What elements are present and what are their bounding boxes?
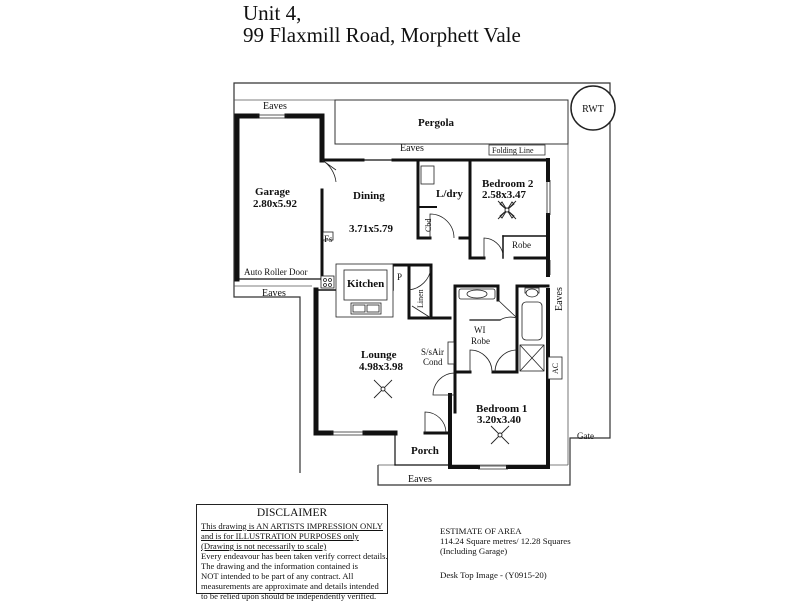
door-swings xyxy=(321,159,518,434)
porch-label: Porch xyxy=(411,445,439,457)
fixtures xyxy=(320,165,563,380)
cooktop xyxy=(320,275,335,289)
eaves-label-pergola: Eaves xyxy=(400,143,424,154)
laundry-label: L/dry xyxy=(436,188,463,200)
ac-unit xyxy=(547,356,563,380)
bath-tub xyxy=(521,301,543,341)
bedroom2-dimensions: 2.58x3.47 xyxy=(482,189,527,201)
kitchen-label: Kitchen xyxy=(347,278,384,290)
interior-walls xyxy=(315,158,550,414)
split-air-label: S/sAir xyxy=(421,347,444,357)
eaves-label-bottom: Eaves xyxy=(408,474,432,485)
auto-roller-door-label: Auto Roller Door xyxy=(244,267,308,277)
image-code: Desk Top Image - (Y0915-20) xyxy=(440,570,547,580)
bedroom2-robe-label: Robe xyxy=(512,240,531,250)
address-unit: Unit 4, xyxy=(243,1,302,25)
dining-label: Dining xyxy=(353,190,385,202)
folding-line-box xyxy=(488,144,546,156)
garage-label: Garage xyxy=(255,186,290,198)
pergola-area xyxy=(334,99,569,145)
disclaimer-line: NOT intended to be part of any contract.… xyxy=(201,571,354,581)
area-estimate-title: ESTIMATE OF AREA xyxy=(440,526,522,536)
disclaimer-line: (Drawing is not necessarily to scale) xyxy=(201,541,327,551)
bedroom1-label: Bedroom 1 xyxy=(476,403,527,415)
disclaimer-box: DISCLAIMER This drawing is AN ARTISTS IM… xyxy=(196,504,388,601)
dining-dimensions: 3.71x5.79 xyxy=(349,223,394,235)
disclaimer-title: DISCLAIMER xyxy=(256,507,328,519)
rwt-label: RWT xyxy=(582,104,604,115)
disclaimer-line: The drawing and the information containe… xyxy=(201,561,359,571)
fs-label: Fs xyxy=(324,234,333,244)
split-air-cond-label: Cond xyxy=(423,357,443,367)
area-estimate: ESTIMATE OF AREA 114.24 Square metres/ 1… xyxy=(440,526,571,556)
eaves-label-side: Eaves xyxy=(554,287,565,311)
disclaimer-line: and is for ILLUSTRATION PURPOSES only xyxy=(201,531,359,541)
toilet xyxy=(525,288,539,298)
disclaimer-line: measurements are approximate and details… xyxy=(201,581,379,591)
gate-label: Gate xyxy=(577,431,594,441)
pergola-label: Pergola xyxy=(418,117,455,129)
walk-in-robe-label: Robe xyxy=(471,336,490,346)
cupboard-label: Cbd xyxy=(424,219,433,232)
address-street: 99 Flaxmill Road, Morphett Vale xyxy=(243,23,521,47)
area-estimate-note: (Including Garage) xyxy=(440,546,508,556)
fridge-space xyxy=(322,231,334,241)
eaves-label-garage: Eaves xyxy=(262,288,286,299)
eaves-label-top: Eaves xyxy=(263,101,287,112)
disclaimer-line: This drawing is AN ARTISTS IMPRESSION ON… xyxy=(201,521,383,531)
ac-label: AC xyxy=(551,363,560,374)
linen-label: Linen xyxy=(416,289,425,308)
lounge-dimensions: 4.98x3.98 xyxy=(359,361,404,373)
disclaimer-line: to be relied upon should be independentl… xyxy=(201,591,377,601)
lounge-label: Lounge xyxy=(361,349,397,361)
pantry-label: P xyxy=(397,272,402,282)
laundry-tub xyxy=(420,165,435,185)
kitchen-sink xyxy=(350,302,382,315)
folding-line-label: Folding Line xyxy=(492,146,534,155)
ceiling-fans xyxy=(373,200,517,445)
windows xyxy=(257,114,551,470)
garage-dimensions: 2.80x5.92 xyxy=(253,198,298,210)
area-estimate-value: 114.24 Square metres/ 12.28 Squares xyxy=(440,536,571,546)
bedroom1-dimensions: 3.20x3.40 xyxy=(477,414,522,426)
property-boundary xyxy=(233,82,611,486)
bedroom2-label: Bedroom 2 xyxy=(482,178,534,190)
walk-in-label: WI xyxy=(474,325,486,335)
aircon-unit xyxy=(447,341,455,365)
rwt-tank xyxy=(570,85,616,131)
disclaimer-line: Every endeavour has been taken verify co… xyxy=(201,551,388,561)
